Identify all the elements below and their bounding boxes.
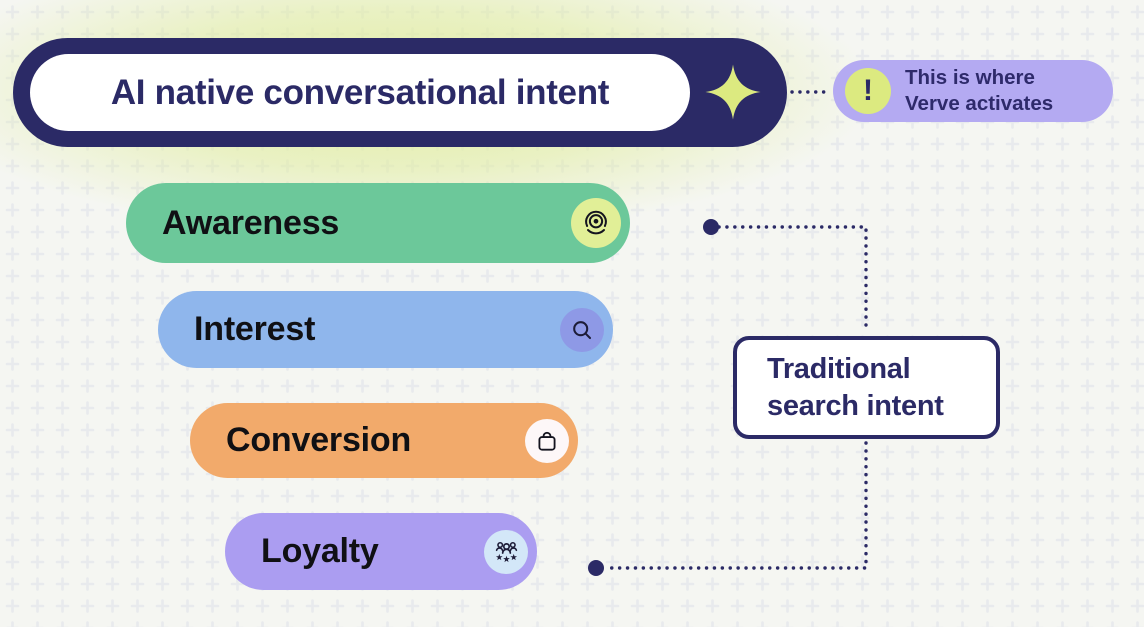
search-icon	[560, 307, 604, 352]
bracket-top-connector	[717, 225, 868, 334]
stage-label-conversion: Conversion	[226, 421, 412, 459]
stage-pill-awareness: Awareness	[126, 183, 630, 263]
stage-pill-interest: Interest	[158, 291, 613, 368]
callout-text: This is where Verve activates	[905, 65, 1053, 117]
exclamation-icon: !	[845, 68, 891, 114]
shopping-bag-icon	[525, 418, 569, 463]
broadcast-icon	[571, 198, 621, 248]
callout-line2: Verve activates	[905, 92, 1054, 115]
callout-line1: This is where	[905, 66, 1035, 89]
stage-label-interest: Interest	[194, 310, 316, 348]
bracket-bottom-connector	[602, 441, 868, 570]
traditional-search-intent-box: Traditional search intent	[733, 336, 1000, 439]
sparkle-icon	[705, 64, 761, 120]
people-stars-icon	[484, 529, 528, 574]
verve-callout: ! This is where Verve activates	[833, 60, 1113, 122]
loyalty-node-dot	[588, 560, 604, 576]
annotation-line2: search intent	[767, 389, 944, 422]
stage-label-awareness: Awareness	[162, 203, 340, 242]
stage-pill-loyalty: Loyalty	[225, 513, 537, 590]
awareness-node-dot	[703, 219, 719, 235]
hero-pill: AI native conversational intent	[13, 38, 787, 147]
stage-label-loyalty: Loyalty	[261, 532, 379, 570]
stage-pill-conversion: Conversion	[190, 403, 578, 478]
annotation-line1: Traditional	[767, 352, 911, 385]
hero-title: AI native conversational intent	[30, 54, 690, 131]
